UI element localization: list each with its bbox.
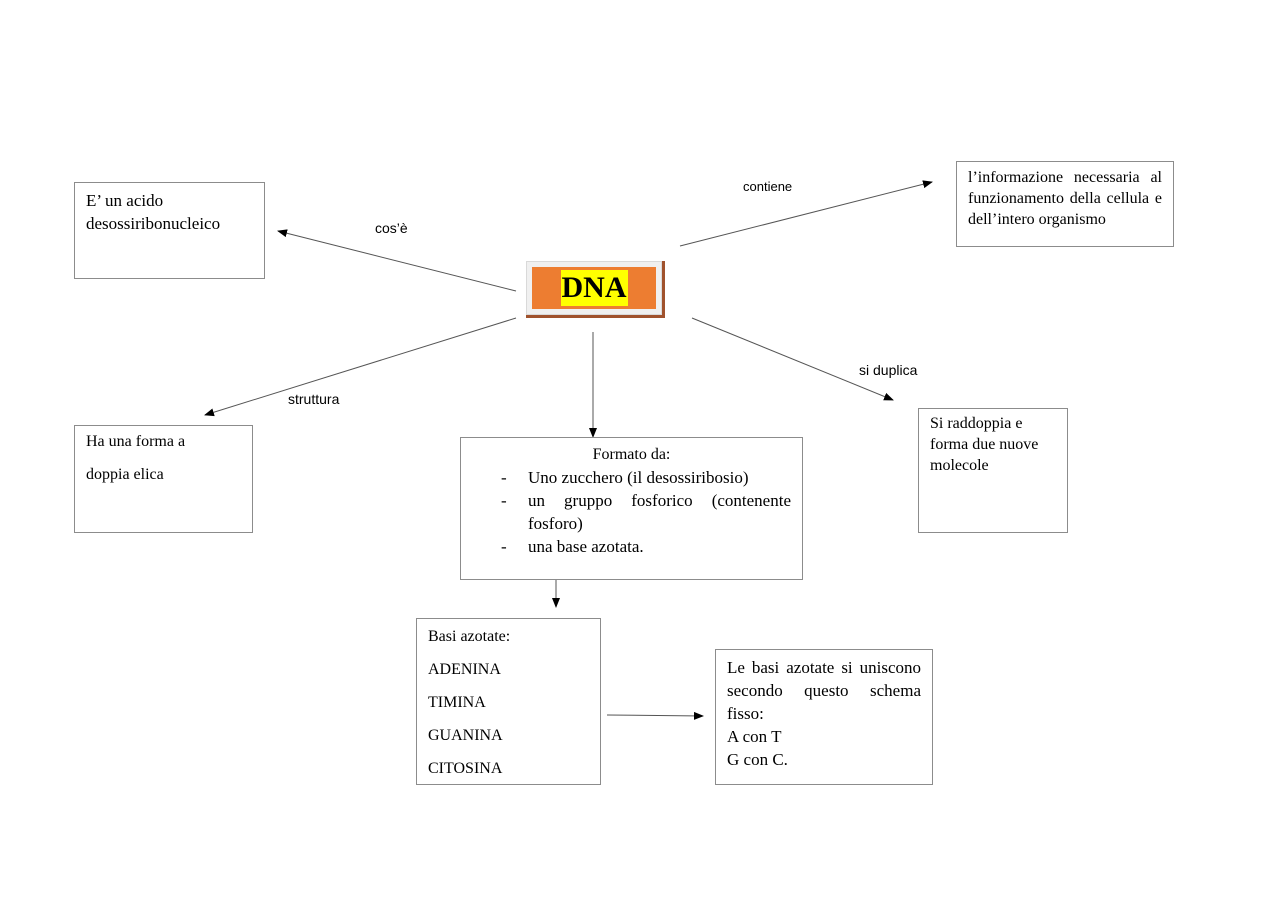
arrow-to-elica [204,317,517,417]
dna-title: DNA [560,270,628,306]
label-cose: cos’è [375,220,408,236]
box-basi-title: Basi azotate: [428,628,511,645]
base-citosina: CITOSINA [428,760,503,777]
box-schema: Le basi azotate si uniscono secondo ques… [715,649,933,785]
list-item-text: un gruppo fosforico (contenente fosforo) [528,491,791,533]
box-informazione: l’informazione necessaria al funzionamen… [956,161,1174,247]
box-acido-line-1: E’ un acido [86,191,164,210]
box-raddoppia-line-2: forma due nuove [930,436,1039,453]
box-informazione-text: l’informazione necessaria al funzionamen… [968,169,1162,228]
box-raddoppia-line-3: molecole [930,457,989,474]
box-formato-list: Uno zucchero (il desossiribosio) un grup… [501,466,791,558]
box-elica-line-2: doppia elica [86,466,164,483]
box-elica-line-1: Ha una forma a [86,433,186,450]
list-item: una base azotata. [501,535,791,558]
arrow-to-informazione [679,180,933,247]
pair-g-c: G con C. [727,750,788,769]
box-raddoppia: Si raddoppia e forma due nuove molecole [918,408,1068,533]
box-acido-line-2: desossiribonucleico [86,214,221,233]
arrow-to-acido [277,229,517,292]
label-struttura: struttura [288,391,340,407]
box-schema-text: Le basi azotate si uniscono secondo ques… [727,658,921,723]
dna-node-fill: DNA [532,267,656,309]
base-timina: TIMINA [428,694,486,711]
box-formato: Formato da: Uno zucchero (il desossiribo… [460,437,803,580]
box-formato-title: Formato da: [592,446,671,463]
arrow-to-schema [606,711,704,720]
list-item: un gruppo fosforico (contenente fosforo) [501,489,791,535]
label-contiene: contiene [743,179,793,194]
dna-node-frame: DNA [526,261,662,315]
pair-a-t: A con T [727,727,782,746]
base-adenina: ADENINA [428,661,501,678]
box-basi: Basi azotate: ADENINA TIMINA GUANINA CIT… [416,618,601,785]
base-guanina: GUANINA [428,727,503,744]
label-si-duplica: si duplica [859,362,918,378]
list-item: Uno zucchero (il desossiribosio) [501,466,791,489]
dna-node: DNA [526,261,665,318]
box-acido: E’ un acido desossiribonucleico [74,182,265,279]
arrow-to-raddoppia [691,317,894,401]
box-elica: Ha una forma a doppia elica [74,425,253,533]
box-raddoppia-line-1: Si raddoppia e [930,415,1023,432]
